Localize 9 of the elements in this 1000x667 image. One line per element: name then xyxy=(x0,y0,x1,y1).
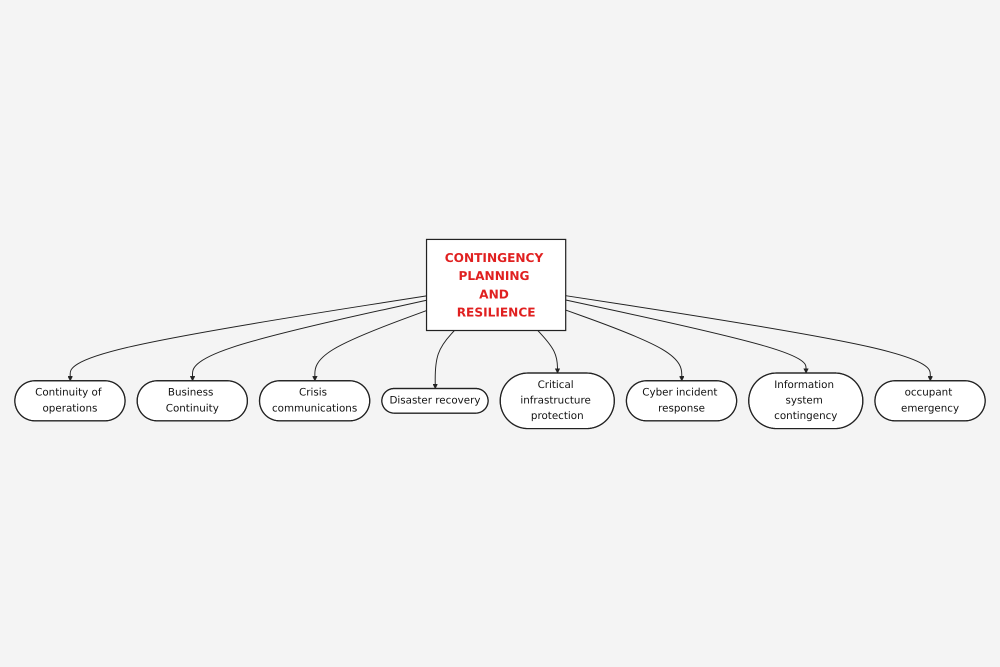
arrow xyxy=(312,310,428,381)
arrow xyxy=(190,299,428,381)
arrow xyxy=(432,330,455,389)
arrow xyxy=(537,330,560,374)
arrow xyxy=(68,294,428,381)
arrow xyxy=(565,299,809,374)
node-box: CONTINGENCY PLANNING AND RESILIENCE xyxy=(426,238,566,331)
arrow xyxy=(565,294,933,381)
arrow xyxy=(565,309,684,381)
